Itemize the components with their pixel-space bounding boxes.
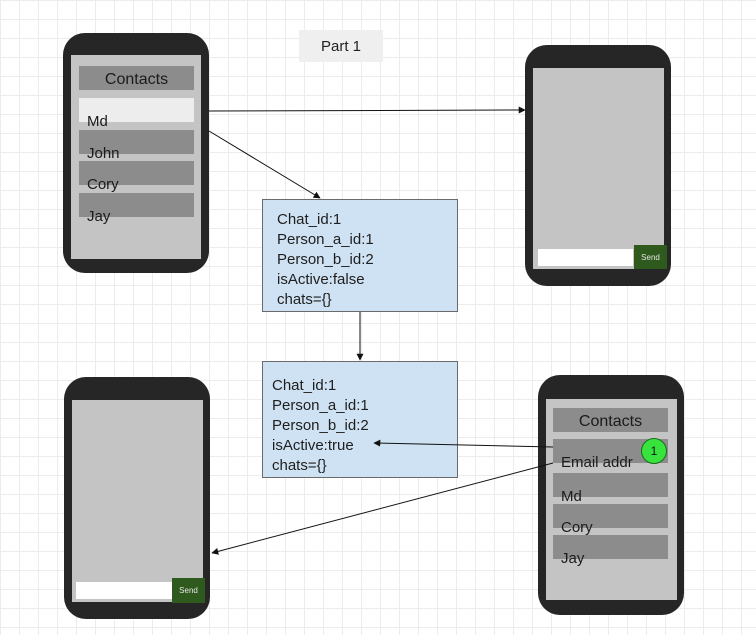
chat-field: Person_b_id:2 <box>277 251 374 268</box>
contact-label: John <box>87 145 120 162</box>
chat-field: chats={} <box>272 457 327 474</box>
contact-row-md[interactable]: Md <box>553 473 668 504</box>
contact-label: Cory <box>87 176 119 193</box>
contact-label: Jay <box>87 208 111 225</box>
arrow-md-to-record <box>208 130 321 199</box>
contact-label: Md <box>561 488 582 505</box>
contacts-header: Contacts <box>79 66 194 90</box>
contact-row-jay[interactable]: Jay <box>553 535 668 566</box>
unread-badge: 1 <box>641 438 667 464</box>
chat-field: isActive:false <box>277 271 365 288</box>
chat-record-active: Chat_id:1 Person_a_id:1 Person_b_id:2 is… <box>262 361 458 478</box>
contact-label: Cory <box>561 519 593 536</box>
phone-screen <box>533 68 664 269</box>
contact-row-john[interactable]: John <box>79 130 194 161</box>
message-input[interactable] <box>76 582 172 599</box>
phone-screen <box>546 399 677 600</box>
chat-field: Person_a_id:1 <box>277 231 374 248</box>
message-input[interactable] <box>538 249 633 266</box>
chat-field: Person_b_id:2 <box>272 417 369 434</box>
chat-field: Person_a_id:1 <box>272 397 369 414</box>
send-button[interactable]: Send <box>634 245 667 269</box>
contact-label: Email addr <box>561 454 633 471</box>
contact-label: Jay <box>561 550 585 567</box>
chat-field: Chat_id:1 <box>272 377 337 394</box>
send-button[interactable]: Send <box>172 578 205 603</box>
contact-label: Md <box>87 113 108 130</box>
contact-row-jay[interactable]: Jay <box>79 193 194 224</box>
part-label: Part 1 <box>299 30 383 62</box>
contact-row-cory[interactable]: Cory <box>79 161 194 192</box>
chat-record-inactive: Chat_id:1 Person_a_id:1 Person_b_id:2 is… <box>262 199 458 312</box>
chat-field: chats={} <box>277 291 332 308</box>
contacts-header: Contacts <box>553 408 668 432</box>
chat-field: Chat_id:1 <box>277 211 342 228</box>
arrow-email-to-record <box>373 439 554 448</box>
arrow-email-to-chat <box>211 462 554 555</box>
contact-row-md[interactable]: Md <box>79 98 194 129</box>
arrow-md-to-chat <box>208 106 526 114</box>
chat-field: isActive:true <box>272 437 354 454</box>
contact-row-cory[interactable]: Cory <box>553 504 668 535</box>
phone-screen <box>72 400 203 602</box>
